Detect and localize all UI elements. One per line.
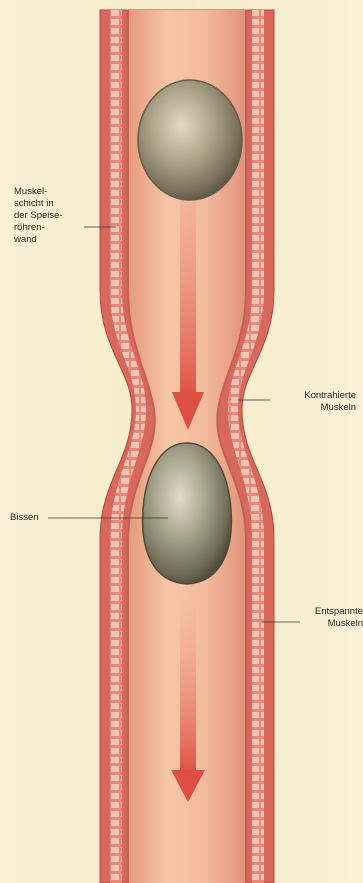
label-contracted-muscles: Kontrahierte Muskeln — [270, 390, 356, 414]
lower-bolus — [143, 443, 232, 584]
label-bolus: Bissen — [10, 512, 70, 524]
label-relaxed-muscles: Entspannte Muskeln — [274, 606, 363, 630]
upper-bolus — [138, 80, 242, 200]
label-muscle-layer: Muskel- schicht in der Speise- röhren- w… — [14, 186, 90, 246]
